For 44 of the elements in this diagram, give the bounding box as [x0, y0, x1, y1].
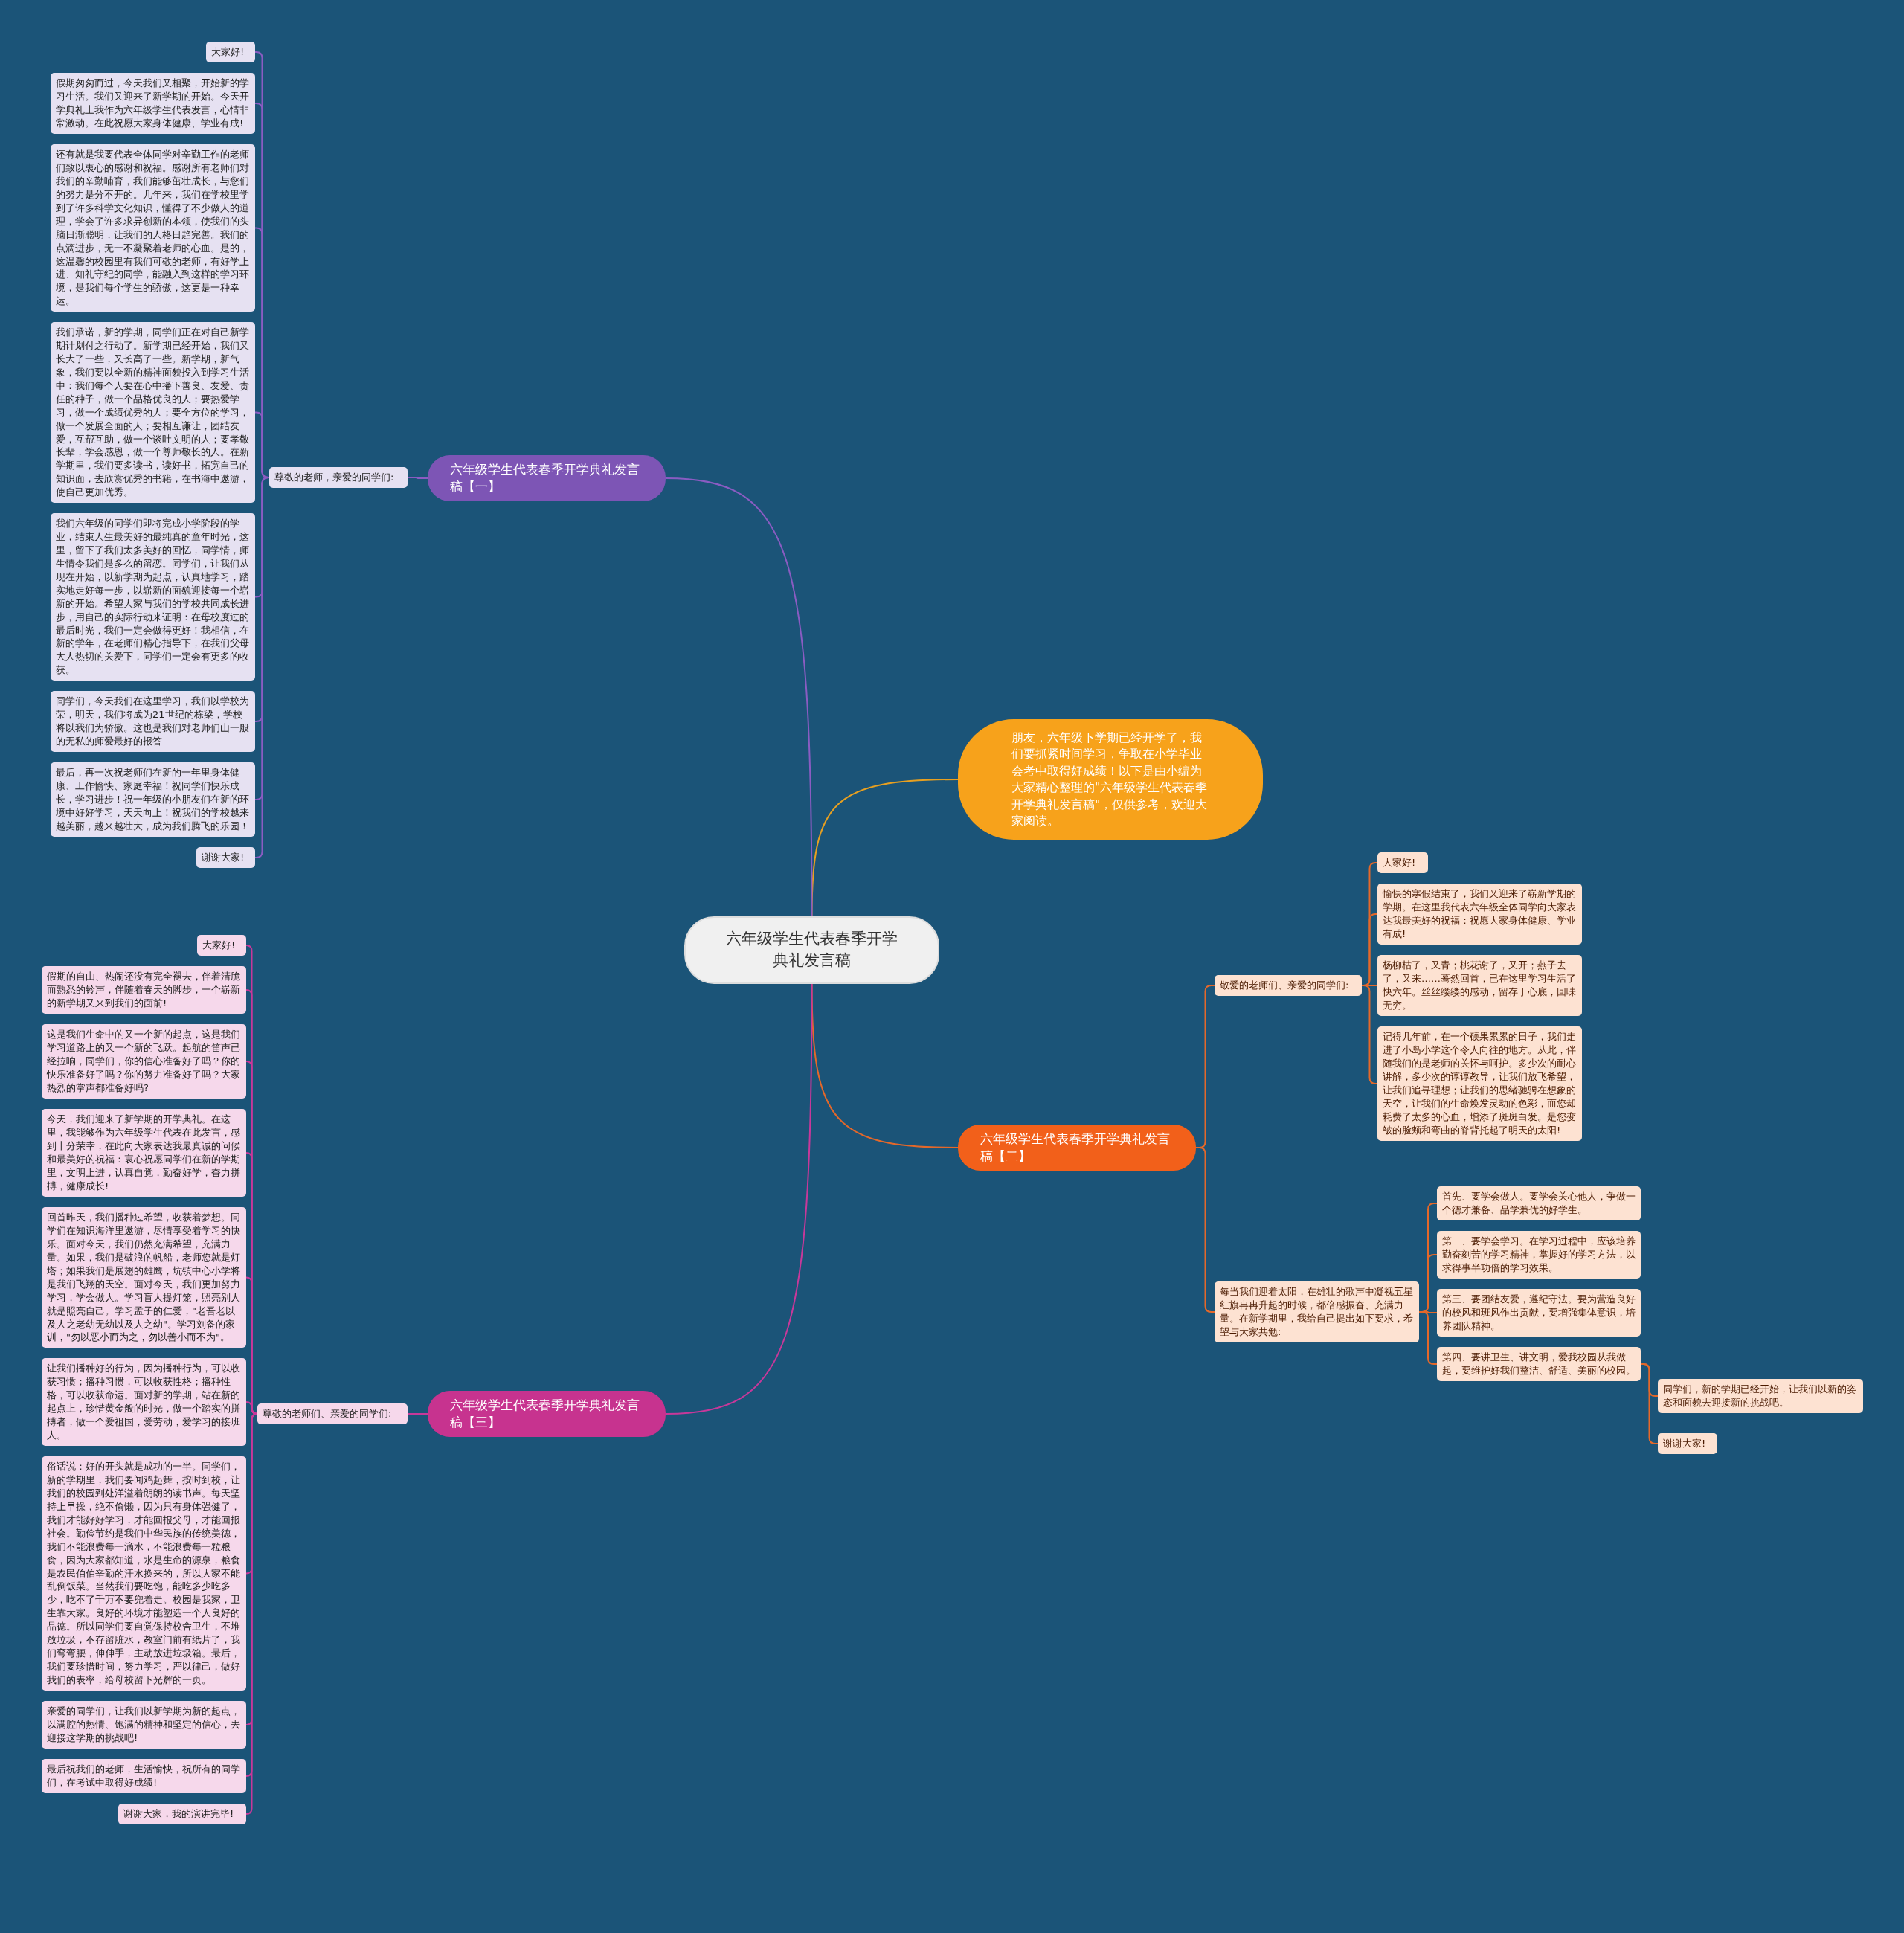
text-card: 每当我们迎着太阳，在雄壮的歌声中凝视五星红旗冉冉升起的时候，都倍感振奋、充满力量。在新学期里，我给自己提出如下要求，希望与大家共勉:: [1215, 1281, 1419, 1342]
text-card: 这是我们生命中的又一个新的起点，这是我们学习道路上的又一个新的飞跃。起航的笛声已经拉响，同学们，你的信心准备好了吗？你的快乐准备好了吗？你的努力准备好了吗？大家热烈的掌声都准备好吗?: [42, 1024, 246, 1099]
text-card: 回首昨天，我们播种过希望，收获着梦想。同学们在知识海洋里遨游，尽情享受着学习的快乐。面对今天，我们仍然充满希望，充满力量。如果，我们是破浪的帆船，老师您就是灯塔；如果我们是展翅的雄鹰，坑镇中心小学将是我们飞翔的天空。面对今天，我们更加努力学习，学会做人。学习盲人提灯笼，照亮别人就是照亮自己。学习孟子的仁爱，"老吾老以及人之老幼无幼以及人之幼"。学习刘备的家训，"勿以恶小而为之，勿以善小而不为"。: [42, 1207, 246, 1348]
text-card: 同学们，今天我们在这里学习，我们以学校为荣，明天，我们将成为21世纪的栋梁，学校将以我们为骄傲。这也是我们对老师们山一般的无私的师爱最好的报答: [51, 691, 255, 752]
connector-line: [407, 1413, 428, 1415]
text-card: 谢谢大家!: [196, 847, 255, 868]
text-card: 谢谢大家，我的演讲完毕!: [118, 1804, 246, 1824]
connector-line: [254, 477, 270, 858]
text-card: 第三、要团结友爱，遵纪守法。要为营造良好的校风和班风作出贡献，要增强集体意识，培养团队精神。: [1437, 1289, 1641, 1337]
text-card: 大家好!: [197, 935, 246, 956]
text-card: 最后祝我们的老师，生活愉快，祝所有的同学们，在考试中取得好成绩!: [42, 1759, 246, 1793]
text-card: 俗话说：好的开头就是成功的一半。同学们，新的学期里，我们要闻鸡起舞，按时到校，让我们的校园到处洋溢着朗朗的读书声。每天坚持上早操，绝不偷懒，因为只有身体强健了，我们才能好好学习，才能回报父母，才能回报社会。勤俭节约是我们中华民族的传统美德，我们不能浪费每一滴水，不能浪费每一粒粮食，因为大家都知道，水是生命的源泉，粮食是农民伯伯辛勤的汗水换来的，所以大家不能乱倒饭菜。当然我们要吃饱，能吃多少吃多少，吃不了千万不要兜着走。校园是我家，卫生靠大家。良好的环境才能塑造一个人良好的品德。所以同学们要自觉保持校舍卫生，不堆放垃圾，不存留脏水，教室门前有纸片了，我们弯弯腰，伸伸手，主动放进垃圾箱。最后，我们要珍惜时间，努力学习，严以律己，做好我们的表率，给母校留下光辉的一页。: [42, 1456, 246, 1691]
text-card: 大家好!: [206, 42, 255, 62]
text-card: 第二、要学会学习。在学习过程中，应该培养勤奋刻苦的学习精神，掌握好的学习方法，以求得事半功倍的学习效果。: [1437, 1231, 1641, 1279]
connector-line: [811, 983, 959, 1148]
text-card: 敬爱的老师们、亲爱的同学们:: [1215, 975, 1362, 996]
branch-topic: 六年级学生代表春季开学典礼发言稿【二】: [958, 1125, 1196, 1171]
text-card: 让我们播种好的行为，因为播种行为，可以收获习惯；播种习惯，可以收获性格；播种性格，可以收获命运。面对新的学期，站在新的起点上，珍惜黄金般的时光，做一个踏实的拼搏者，做一个爱祖国，爱劳动，爱学习的接班人。: [42, 1358, 246, 1446]
text-card: 杨柳枯了，又青；桃花谢了，又开；燕子去了，又来……蓦然回首，已在这里学习生活了快六年。丝丝缕缕的感动，留存于心底，回味无穷。: [1377, 955, 1582, 1016]
connector-line: [665, 477, 813, 917]
text-card: 最后，再一次祝老师们在新的一年里身体健康、工作愉快、家庭幸福！祝同学们快乐成长，学习进步！祝一年级的小朋友们在新的环境中好好学习，天天向上！祝我们的学校越来越美丽，越来越壮大，成为我们腾飞的乐园！: [51, 762, 255, 837]
connector-line: [407, 477, 428, 479]
intro-bubble: 朋友，六年级下学期已经开学了，我们要抓紧时间学习，争取在小学毕业会考中取得好成绩！以下是由小编为大家精心整理的"六年级学生代表春季开学典礼发言稿"，仅供参考，欢迎大家阅读。: [958, 719, 1263, 840]
branch-topic: 六年级学生代表春季开学典礼发言稿【一】: [428, 455, 666, 501]
text-card: 尊敬的老师，亲爱的同学们:: [269, 467, 408, 488]
text-card: 尊敬的老师们、亲爱的同学们:: [257, 1403, 408, 1424]
text-card: 记得几年前，在一个硕果累累的日子，我们走进了小岛小学这个令人向往的地方。从此，伴随我们的是老师的关怀与呵护。多少次的耐心讲解，多少次的谆谆教导，让我们放飞希望，让我们追寻理想；让我们的思绪驰骋在想象的天空，让我们的生命焕发灵动的色彩，而您却耗费了太多的心血，增添了斑斑白发。是您变皱的脸颊和弯曲的脊背托起了明天的太阳!: [1377, 1026, 1582, 1141]
text-card: 亲爱的同学们，让我们以新学期为新的起点，以满腔的热情、饱满的精神和坚定的信心，去迎接这学期的挑战吧!: [42, 1701, 246, 1749]
text-card: 今天，我们迎来了新学期的开学典礼。在这里，我能够作为六年级学生代表在此发言，感到十分荣幸，在此向大家表达我最真诚的问候和最美好的祝福：衷心祝愿同学们在新的学期里，文明上进，认真自觉，勤奋好学，奋力拼搏，健康成长!: [42, 1109, 246, 1197]
connector-line: [665, 983, 813, 1415]
text-card: 还有就是我要代表全体同学对辛勤工作的老师们致以衷心的感谢和祝福。感谢所有老师们对我们的辛勤哺育，我们能够茁壮成长，与您们的努力是分不开的。几年来，我们在学校里学到了许多科学文化知识，懂得了不少做人的道理，学会了许多求异创新的本领，使我们的头脑日渐聪明，让我们的人格日趋完善。我们的点滴进步，无一不凝聚着老师的心血。是的，这温馨的校园里有我们可敬的老师，有好学上进、知礼守纪的同学，能融入到这样的学习环境，是我们每个学生的骄傲，这更是一种幸运。: [51, 144, 255, 312]
text-card: 我们承诺，新的学期，同学们正在对自己新学期计划付之行动了。新学期已经开始，我们又长大了一些，又长高了一些。新学期，新气象，我们要以全新的精神面貌投入到学习生活中：我们每个人要在心中播下善良、友爱、责任的种子，做一个品格优良的人；要热爱学习，做一个成绩优秀的人；要全方位的学习，做一个发展全面的人；要相互谦让，团结友爱，互帮互助，做一个谈吐文明的人；要孝敬长辈，学会感恩，做一个尊师敬长的人。在新学期里，我们要多读书，读好书，拓宽自己的知识面，去欣赏优秀的书籍，在书海中遨游，使自己更加优秀。: [51, 322, 255, 504]
text-card: 我们六年级的同学们即将完成小学阶段的学业，结束人生最美好的最纯真的童年时光，这里，留下了我们太多美好的回忆，同学情，师生情令我们是多么的留恋。同学们，让我们从现在开始，以新学期为起点，认真地学习，踏实地走好每一步，以崭新的面貌迎接每一个崭新的开始。希望大家与我们的学校共同成长进步，用自己的实际行动来证明：在母校度过的最后时光，我们一定会做得更好！我相信，在新的学年，在老师们精心指导下，在我们父母大人热切的关爱下，同学们一定会有更多的收获。: [51, 513, 255, 681]
text-card: 愉快的寒假结束了，我们又迎来了崭新学期的学期。在这里我代表六年级全体同学向大家表达我最美好的祝福：祝愿大家身体健康、学业有成!: [1377, 884, 1582, 945]
text-card: 第四、要讲卫生、讲文明，爱我校园从我做起，要维护好我们整洁、舒适、美丽的校园。: [1437, 1347, 1641, 1381]
text-card: 谢谢大家!: [1658, 1433, 1717, 1454]
branch-topic: 六年级学生代表春季开学典礼发言稿【三】: [428, 1391, 666, 1437]
connector-line: [811, 779, 959, 917]
central-topic: 六年级学生代表春季开学典礼发言稿: [684, 916, 939, 984]
text-card: 首先、要学会做人。要学会关心他人，争做一个德才兼备、品学兼优的好学生。: [1437, 1186, 1641, 1220]
text-card: 大家好!: [1377, 852, 1428, 873]
text-card: 同学们，新的学期已经开始，让我们以新的姿态和面貌去迎接新的挑战吧。: [1658, 1379, 1863, 1413]
text-card: 假期匆匆而过，今天我们又相聚，开始新的学习生活。我们又迎来了新学期的开始。今天开学典礼上我作为六年级学生代表发言，心情非常激动。在此祝愿大家身体健康、学业有成!: [51, 73, 255, 134]
text-card: 假期的自由、热闹还没有完全褪去，伴着清脆而熟悉的铃声，伴随着春天的脚步，一个崭新的新学期又来到我们的面前!: [42, 966, 246, 1014]
